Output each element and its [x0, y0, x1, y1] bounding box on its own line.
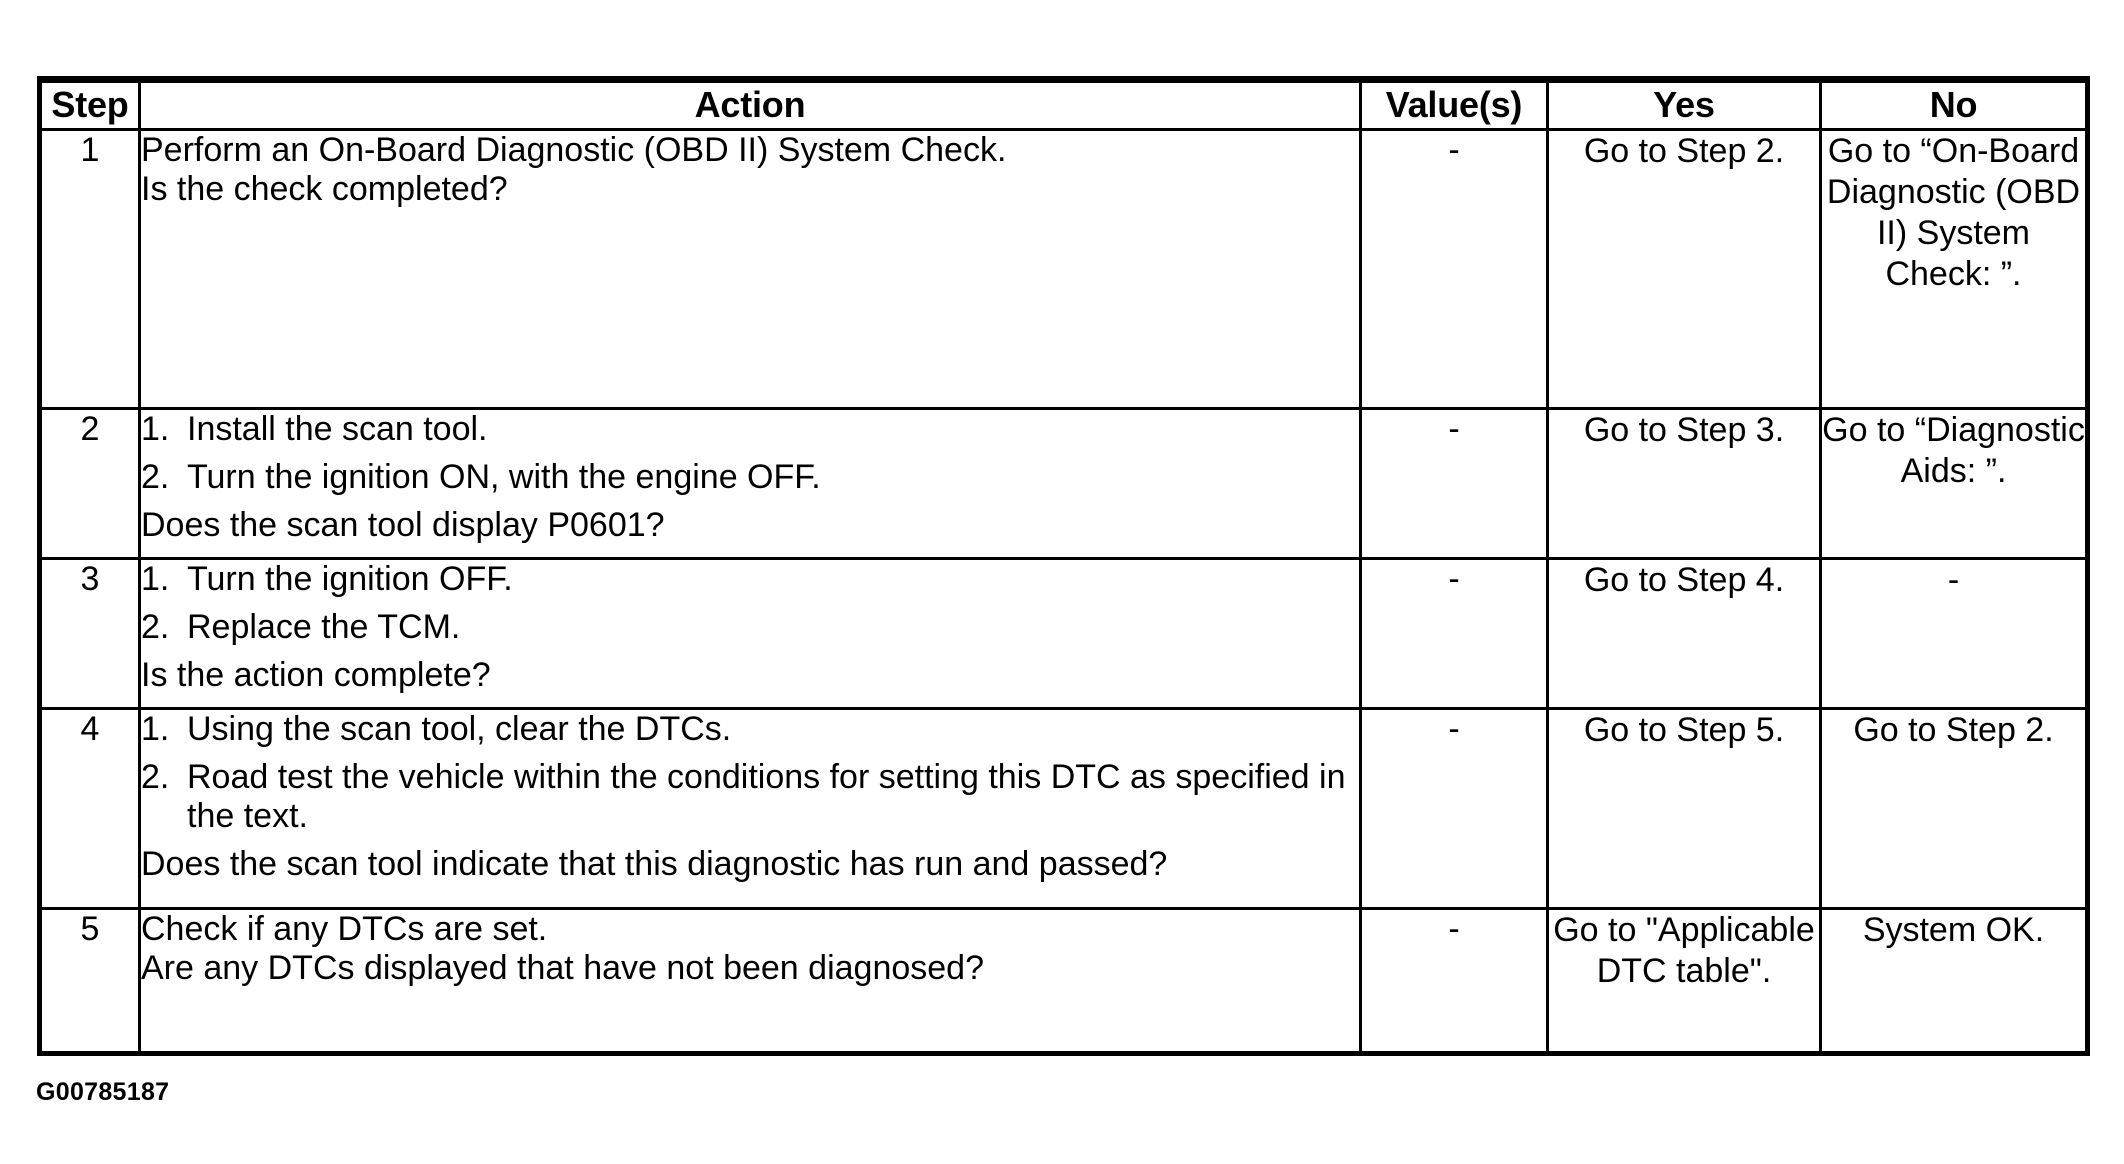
substep-text: Install the scan tool.	[187, 410, 488, 448]
step-action: Check if any DTCs are set. Are any DTCs …	[138, 907, 1361, 1054]
step-no-result: Go to Step 2.	[1819, 707, 2088, 909]
column-header-yes: Yes	[1546, 79, 1821, 130]
step-yes-result: Go to Step 3.	[1546, 407, 1821, 559]
step-value: -	[1359, 128, 1548, 409]
substep-number: 2.	[141, 608, 170, 646]
step-no-result: Go to “On-Board Diagnostic (OBD II) Syst…	[1819, 128, 2088, 409]
action-question: Does the scan tool indicate that this di…	[141, 845, 1168, 883]
substep-text: Turn the ignition OFF.	[187, 560, 513, 598]
diagnostic-steps-table: Step Action Value(s) Yes No 1 Perform an…	[37, 76, 2090, 1056]
step-number: 4	[39, 707, 140, 909]
step-yes-result: Go to "Applicable DTC table".	[1546, 907, 1821, 1054]
substep-number: 1.	[141, 560, 170, 598]
action-substep: 2. Road test the vehicle within the cond…	[141, 758, 1359, 836]
action-question: Does the scan tool display P0601?	[141, 506, 665, 544]
table-header-row: Step Action Value(s) Yes No	[39, 79, 2088, 130]
action-substep: 2. Replace the TCM.	[141, 608, 1359, 647]
action-substep: 1. Turn the ignition OFF.	[141, 560, 1359, 599]
table-row: 5 Check if any DTCs are set. Are any DTC…	[39, 907, 2088, 1054]
table-row: 4 1. Using the scan tool, clear the DTCs…	[39, 707, 2088, 909]
step-number: 5	[39, 907, 140, 1054]
step-number: 3	[39, 557, 140, 709]
step-value: -	[1359, 557, 1548, 709]
substep-number: 1.	[141, 410, 170, 448]
substep-number: 2.	[141, 458, 170, 496]
substep-text: Replace the TCM.	[187, 608, 461, 646]
action-substep: 1. Install the scan tool.	[141, 410, 1359, 449]
substep-text: Turn the ignition ON, with the engine OF…	[187, 458, 821, 496]
table-header: Step Action Value(s) Yes No	[39, 79, 2088, 130]
step-value: -	[1359, 907, 1548, 1054]
action-line: Perform an On-Board Diagnostic (OBD II) …	[141, 131, 1007, 169]
step-no-result: System OK.	[1819, 907, 2088, 1054]
column-header-values: Value(s)	[1359, 79, 1548, 130]
action-question: Is the action complete?	[141, 656, 491, 694]
table-row: 3 1. Turn the ignition OFF. 2. Replace t…	[39, 557, 2088, 709]
step-yes-result: Go to Step 4.	[1546, 557, 1821, 709]
step-yes-result: Go to Step 2.	[1546, 128, 1821, 409]
action-question: Are any DTCs displayed that have not bee…	[141, 949, 984, 987]
table-row: 1 Perform an On-Board Diagnostic (OBD II…	[39, 128, 2088, 409]
column-header-action: Action	[138, 79, 1361, 130]
substep-number: 1.	[141, 710, 170, 748]
column-header-no: No	[1819, 79, 2088, 130]
substep-text: Road test the vehicle within the conditi…	[187, 758, 1346, 835]
substep-number: 2.	[141, 758, 170, 796]
step-value: -	[1359, 707, 1548, 909]
step-number: 1	[39, 128, 140, 409]
step-value: -	[1359, 407, 1548, 559]
step-no-result: -	[1819, 557, 2088, 709]
step-number: 2	[39, 407, 140, 559]
step-action: 1. Install the scan tool. 2. Turn the ig…	[138, 407, 1361, 559]
step-action: Perform an On-Board Diagnostic (OBD II) …	[138, 128, 1361, 409]
substep-text: Using the scan tool, clear the DTCs.	[187, 710, 732, 748]
table-body: 1 Perform an On-Board Diagnostic (OBD II…	[39, 128, 2088, 1054]
column-header-step: Step	[39, 79, 140, 130]
action-question: Is the check completed?	[141, 170, 508, 208]
step-action: 1. Using the scan tool, clear the DTCs. …	[138, 707, 1361, 909]
figure-id-caption: G00785187	[36, 1078, 170, 1106]
action-substep: 2. Turn the ignition ON, with the engine…	[141, 458, 1359, 497]
step-action: 1. Turn the ignition OFF. 2. Replace the…	[138, 557, 1361, 709]
action-line: Check if any DTCs are set.	[141, 910, 548, 948]
table-row: 2 1. Install the scan tool. 2. Turn the …	[39, 407, 2088, 559]
step-no-result: Go to “Diagnostic Aids: ”.	[1819, 407, 2088, 559]
step-yes-result: Go to Step 5.	[1546, 707, 1821, 909]
action-substep: 1. Using the scan tool, clear the DTCs.	[141, 710, 1359, 749]
